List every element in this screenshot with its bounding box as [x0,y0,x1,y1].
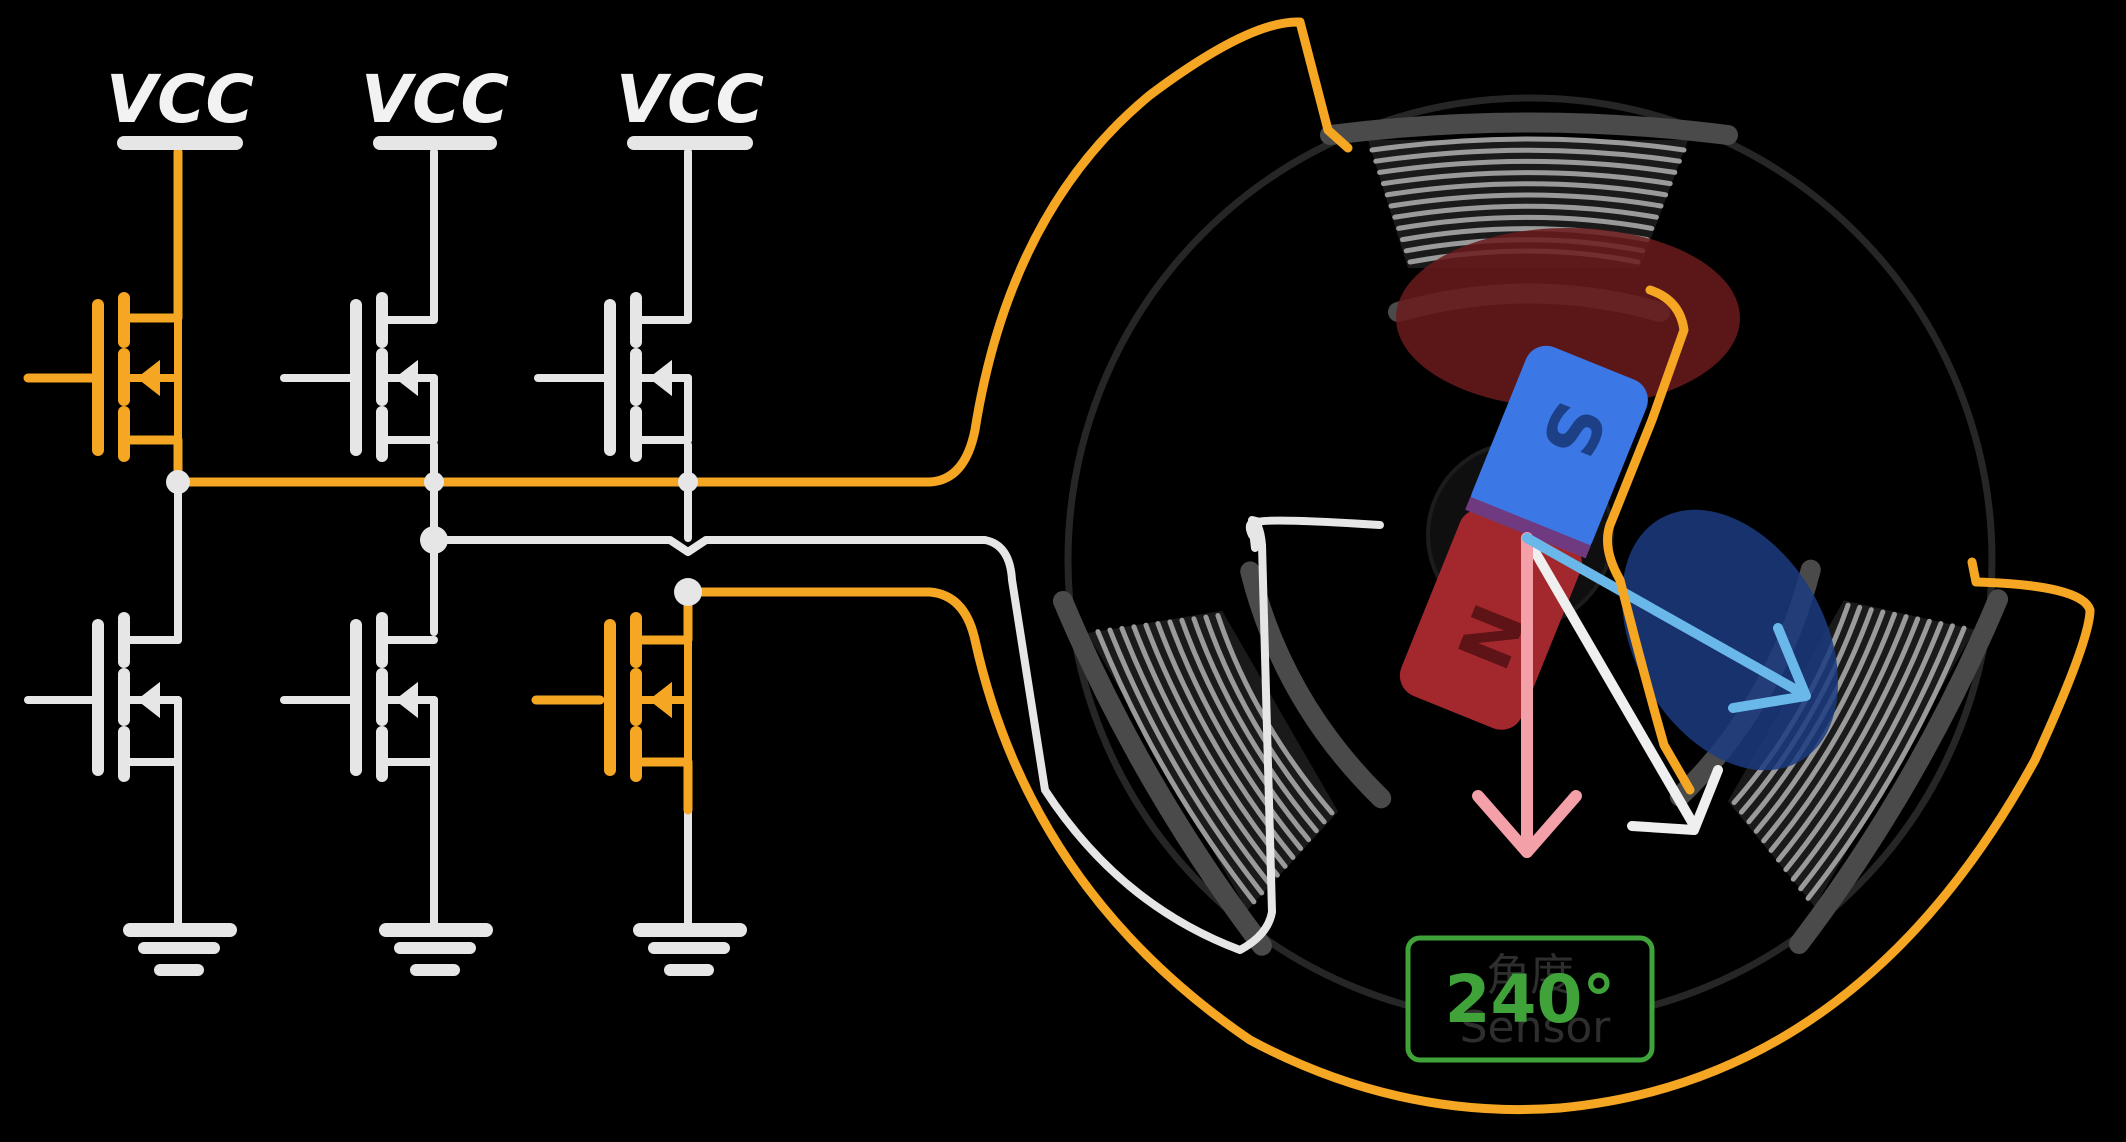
mosfet-q4 [24,534,182,782]
field-blob-blue [1621,509,1839,771]
coil-turn [1143,622,1288,869]
ground-symbol-icon [633,923,747,976]
coil-turn [1203,614,1327,825]
mosfet-q6 [604,612,692,782]
mosfet-transistor-icon [92,292,182,462]
wire-phase-b-tap [1248,518,1259,552]
junctions [166,470,702,606]
ground-3 [633,923,747,976]
coil-turn [1388,192,1664,209]
coil-turn [1131,624,1280,878]
arrow-blue [1522,533,1811,713]
ground-symbol-icon [123,923,237,976]
junction-b [420,526,448,554]
ground-1 [123,923,237,976]
wire-phase-a [173,17,1353,487]
angle-box [1405,935,1655,1063]
coil-turn [1095,629,1257,905]
coil-turn [1373,147,1682,164]
coil-turn [1167,619,1304,851]
coil-right [1669,559,2009,954]
mosfet-q1 [92,292,182,462]
vcc-rails: VCC VCC VCC [106,61,764,150]
coil-turn [1119,625,1273,887]
mosfet-transistor-icon [280,292,438,462]
junction-b-top [424,472,444,492]
wires-inactive [174,148,1384,954]
coil-turn [1805,625,1967,901]
wire-col2-top [378,148,438,324]
wire-phase-c [683,557,2095,1115]
coil-turn [1191,616,1319,834]
ground-2 [379,923,493,976]
arrow-pink [1472,532,1582,858]
coil-turn [1384,181,1669,198]
sensor-ghost-bottom: Sensor [1460,1002,1612,1053]
coil-turn [1377,158,1678,175]
vcc-label-2: VCC [361,61,509,138]
coil-turn [1798,623,1955,892]
wire-q6-source [631,757,693,815]
magnet-south-pole [1470,345,1648,556]
coil-turn [1380,170,1673,187]
arrow-white [1522,533,1723,835]
coil-turn [1783,618,1932,873]
angle-sensor: 角度 Sensor 240° [1405,935,1655,1063]
mosfet-q5 [280,612,438,782]
coil-turn [1761,611,1897,844]
coil-turn [1369,136,1687,153]
field-blob-red [1396,228,1740,408]
coil-turn [1396,214,1655,231]
coil-turn [1179,617,1312,843]
coil-left [1052,561,1392,956]
wire-vcc1-to-q1 [119,147,183,323]
mosfet-transistor-icon [280,612,438,782]
wire-phase-b-loop [1254,516,1384,529]
ground-symbol-icon [379,923,493,976]
mosfet-transistor-icon [534,292,692,462]
junction-c-top [678,472,698,492]
angle-value: 240° [1445,961,1616,1038]
mosfet-transistor-icon [24,534,182,782]
sensor-ghost-top: 角度 [1486,950,1574,1001]
wire-col3-top [632,148,692,324]
mosfet-q2 [280,292,438,462]
coil-winding-icon [1669,559,2009,954]
coil-winding-icon [1052,561,1392,956]
wire-coil-top-out [1603,285,1695,795]
junction-a [166,470,190,494]
coil-turn [1775,616,1921,863]
coil-turn [1392,203,1659,220]
mosfet-transistor-icon [604,612,692,782]
coil-turn [1790,621,1944,882]
mosfet-q3 [534,292,692,462]
vcc-label-3: VCC [616,61,764,138]
junction-c [674,578,702,606]
coil-turn [1107,627,1265,896]
coil-turn [1768,614,1909,853]
vcc-label-1: VCC [106,61,254,138]
